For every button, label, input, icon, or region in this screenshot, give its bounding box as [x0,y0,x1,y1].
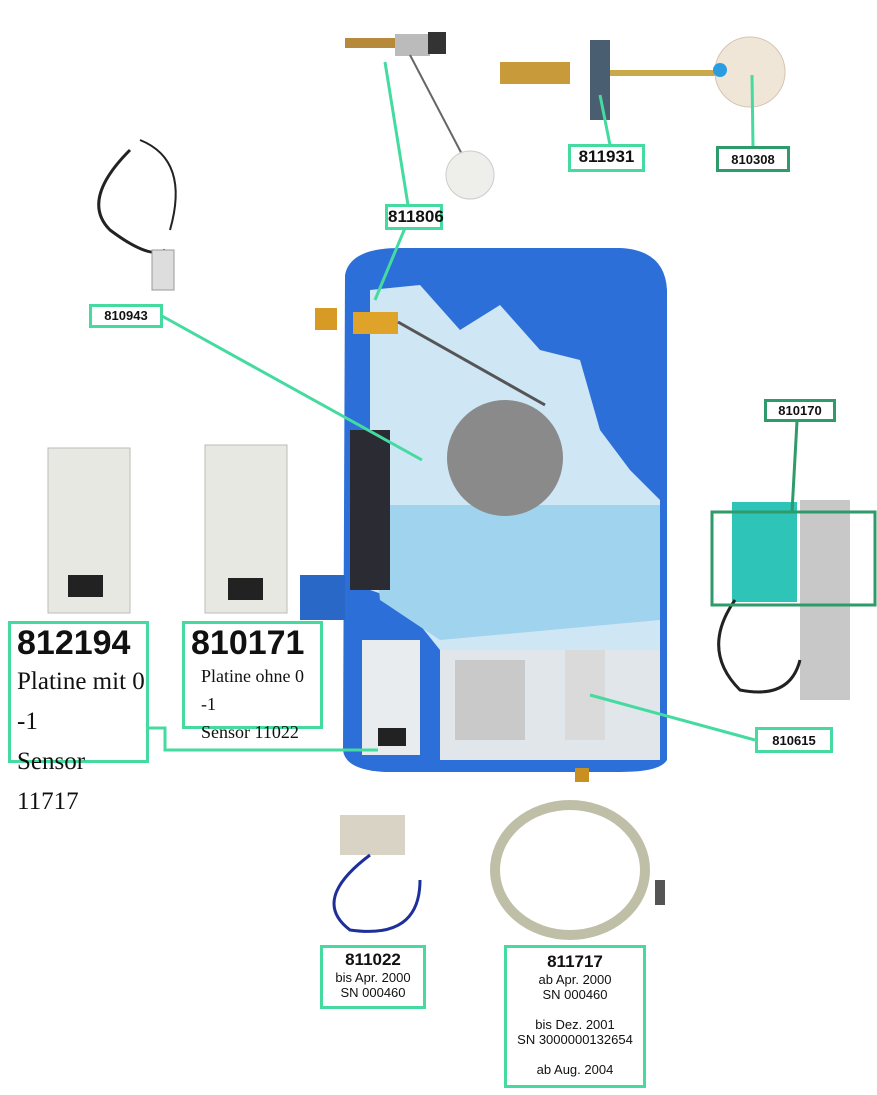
label-810170: 810170 [764,399,836,422]
label-810171: 810171 Platine ohne 0 -1 Sensor 11022 [182,621,323,742]
sensor-811022 [332,815,422,933]
description-line: Sensor 11022 [201,722,299,742]
description-line: Platine ohne 0 -1 [201,666,304,714]
label-810943: 810943 [89,304,163,328]
description-line: SN 3000000132654 [517,1032,633,1047]
description-line: SN 000460 [542,987,608,1002]
leader-lines-dark [710,420,877,607]
description-line: Platine mit 0 -1 [17,668,145,735]
float-valve-811806 [345,32,495,200]
part-number: 811717 [547,952,603,971]
float-ball-810308 [713,36,786,108]
control-board-812194 [47,447,131,614]
description-line: Sensor 11717 [17,748,86,815]
part-number: 812194 [17,624,131,662]
sensor-cable-811717 [490,800,665,940]
part-number: 810171 [191,624,305,662]
label-811931: 811931 [568,144,645,172]
valve-highlight-box [710,510,877,607]
label-810308: 810308 [716,146,790,172]
description-line: bis Dez. 2001 [535,1017,615,1032]
description-line: bis Apr. 2000 [335,970,411,985]
label-811022: 811022 bis Apr. 2000 SN 000460 [320,945,426,1009]
description-line: SN 000460 [340,985,406,1000]
description-line: ab Apr. 2000 [538,972,612,987]
level-switch-810943 [97,139,177,291]
label-810615: 810615 [755,727,833,753]
control-board-810171 [204,444,288,614]
label-811717: 811717 ab Apr. 2000 SN 000460 bis Dez. 2… [504,945,646,1088]
label-811806: 811806 [385,204,444,230]
part-number: 811022 [345,950,401,969]
leader-lines [148,61,756,752]
description-line: ab Aug. 2004 [536,1062,614,1077]
label-812194: 812194 Platine mit 0 -1 Sensor 11717 [8,621,149,815]
float-valve-811931 [500,40,720,120]
solenoid-valve-810170 [717,500,850,700]
